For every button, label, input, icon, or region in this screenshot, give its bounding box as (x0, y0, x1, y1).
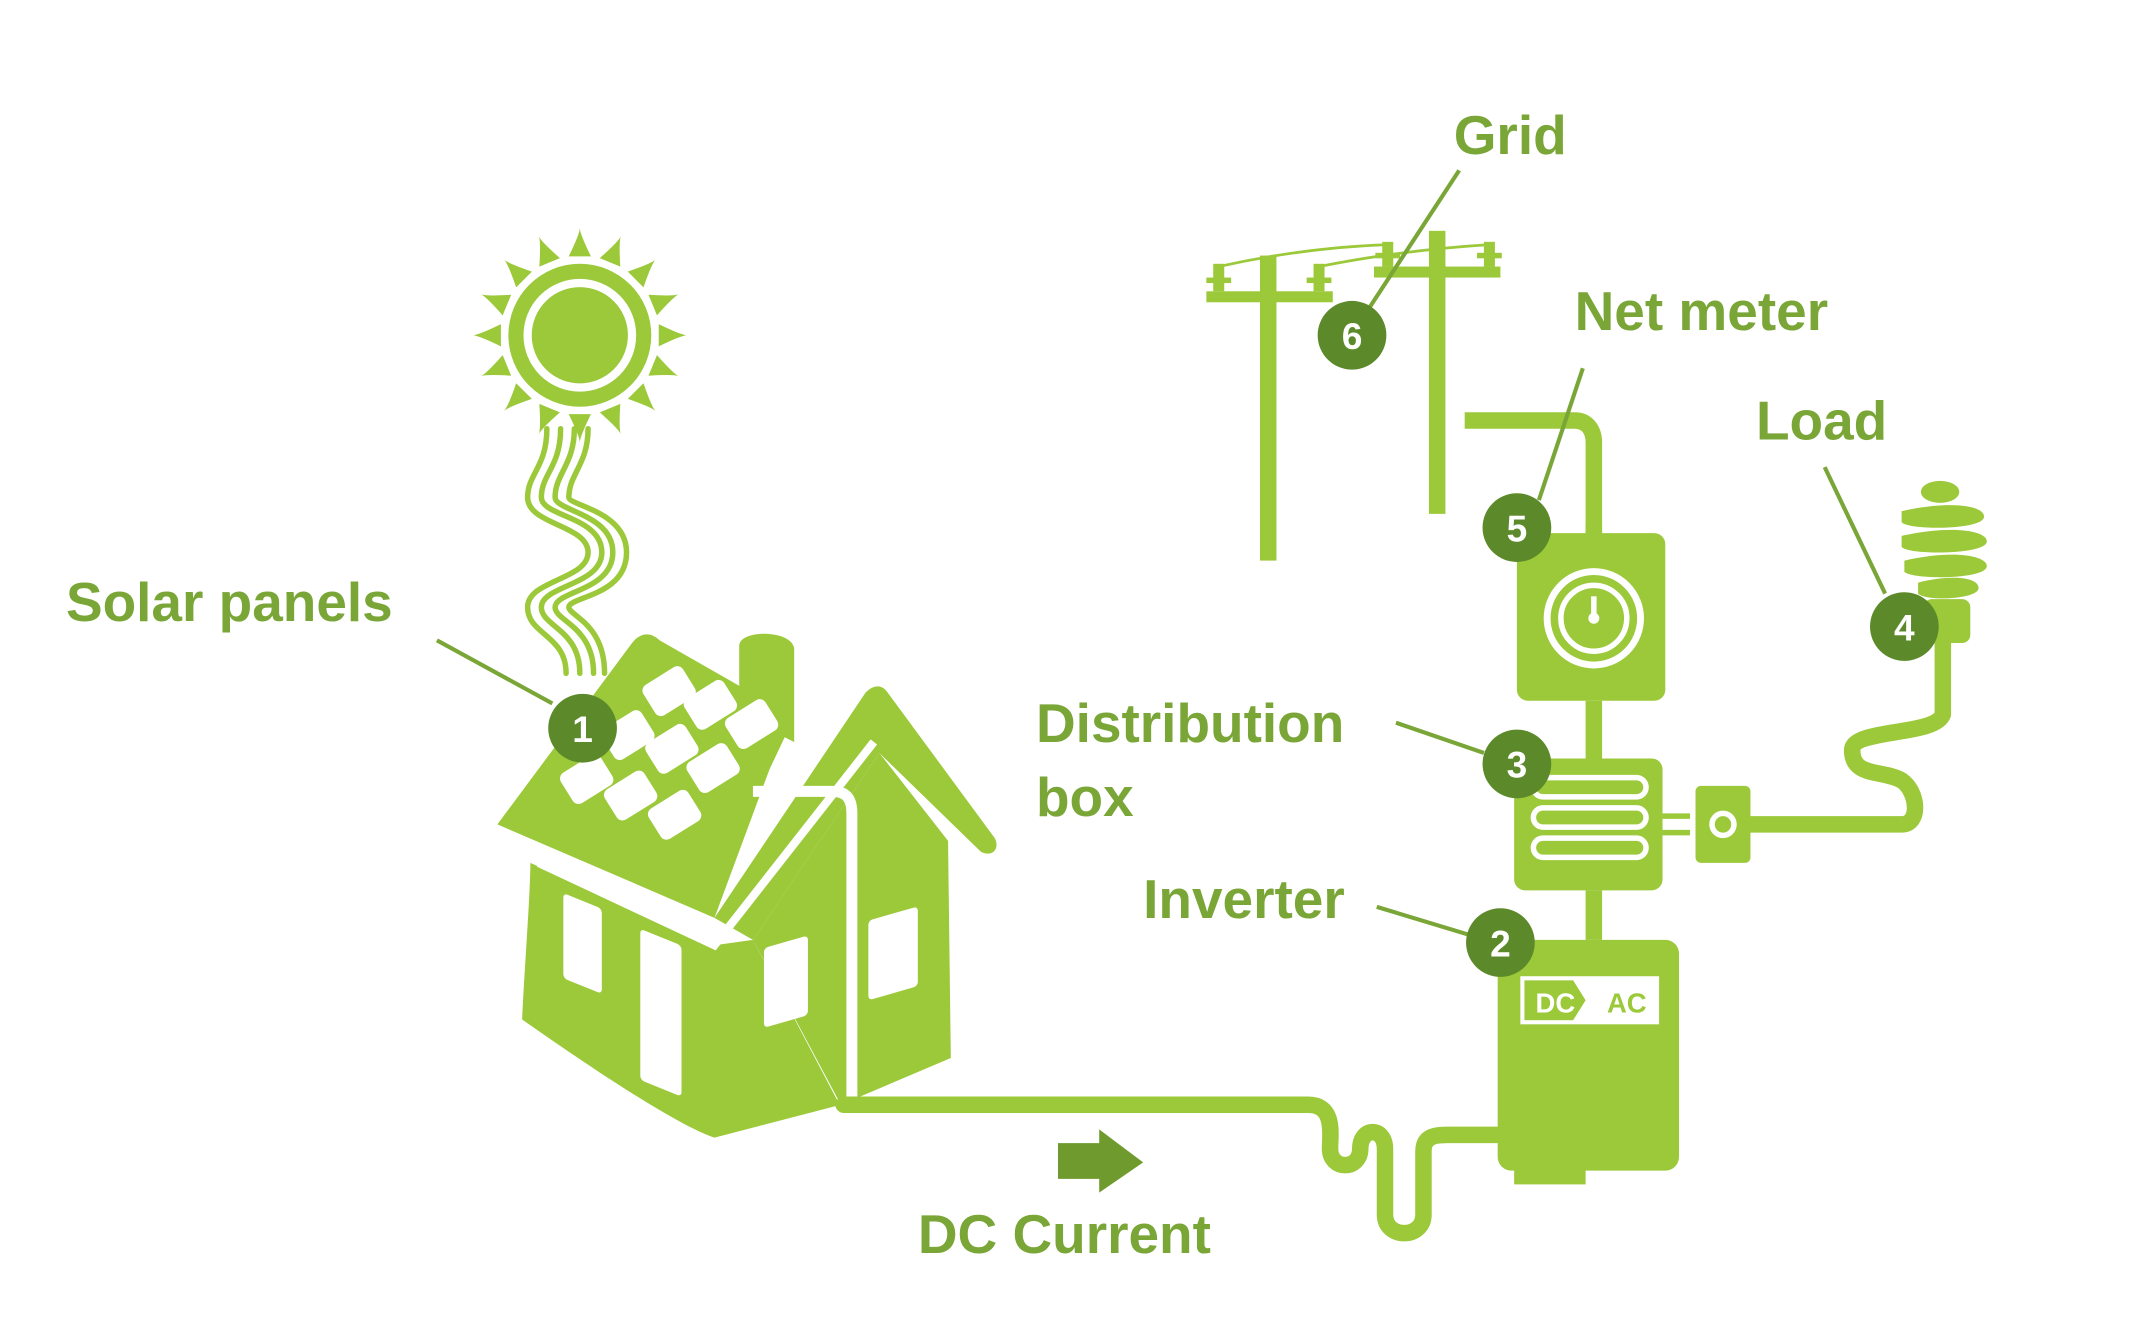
leader-net-meter (1536, 367, 1585, 501)
label-grid: Grid (1454, 104, 1567, 166)
svg-text:3: 3 (1507, 744, 1528, 786)
label-inverter: Inverter (1143, 868, 1345, 930)
sun-ray (504, 383, 532, 412)
label-solar-panels: Solar panels (66, 571, 393, 633)
sun-ray (480, 355, 512, 377)
sun-ray (480, 294, 512, 316)
sun-ray (627, 383, 656, 412)
sun-beams-icon (524, 425, 630, 677)
house-icon (497, 633, 997, 1138)
leader-inverter (1376, 904, 1469, 937)
leader-grid (1364, 169, 1461, 315)
sun-ray (568, 414, 591, 443)
outlet-icon (1695, 785, 1751, 863)
svg-text:2: 2 (1490, 922, 1511, 964)
label-load: Load (1756, 390, 1887, 452)
leader-solar-panels (435, 638, 554, 706)
leader-distribution (1395, 720, 1485, 755)
svg-text:1: 1 (572, 708, 593, 750)
load-wire (1742, 623, 1952, 833)
inverter-icon: DC AC (1497, 939, 1680, 1185)
svg-text:5: 5 (1507, 507, 1528, 549)
sun-ray (568, 228, 591, 257)
sun-ray (538, 403, 560, 435)
sun-ray (599, 403, 621, 435)
sun-ray (648, 294, 679, 316)
sun-ray (627, 259, 656, 288)
sun-icon (472, 228, 688, 443)
badge-1: 1 (548, 693, 617, 763)
sun-ray (599, 236, 621, 267)
badge-4: 4 (1870, 592, 1939, 661)
dc-wire (835, 1096, 1512, 1242)
label-distribution: Distribution (1036, 692, 1344, 754)
badge-3: 3 (1482, 729, 1552, 799)
arrow-right-icon (1057, 1129, 1144, 1193)
leader-load (1822, 466, 1887, 595)
label-net-meter: Net meter (1575, 280, 1829, 342)
sun-ray (472, 324, 501, 347)
svg-text:6: 6 (1342, 315, 1363, 357)
sun-ray (658, 324, 688, 347)
sun-ray (648, 355, 679, 377)
distribution-box-icon (1514, 758, 1691, 891)
sun-ray (538, 236, 560, 267)
inverter-ac-label: AC (1607, 988, 1647, 1019)
label-distribution-box: box (1036, 766, 1134, 828)
meter-icon (1516, 533, 1666, 701)
inverter-dc-label: DC (1536, 988, 1576, 1019)
badge-5: 5 (1482, 493, 1552, 562)
badge-2: 2 (1466, 908, 1535, 977)
power-pole-icon (1206, 230, 1502, 561)
badge-6: 6 (1317, 300, 1387, 370)
label-dc-current: DC Current (918, 1203, 1211, 1265)
svg-text:4: 4 (1894, 606, 1915, 648)
sun-ray (504, 259, 532, 288)
